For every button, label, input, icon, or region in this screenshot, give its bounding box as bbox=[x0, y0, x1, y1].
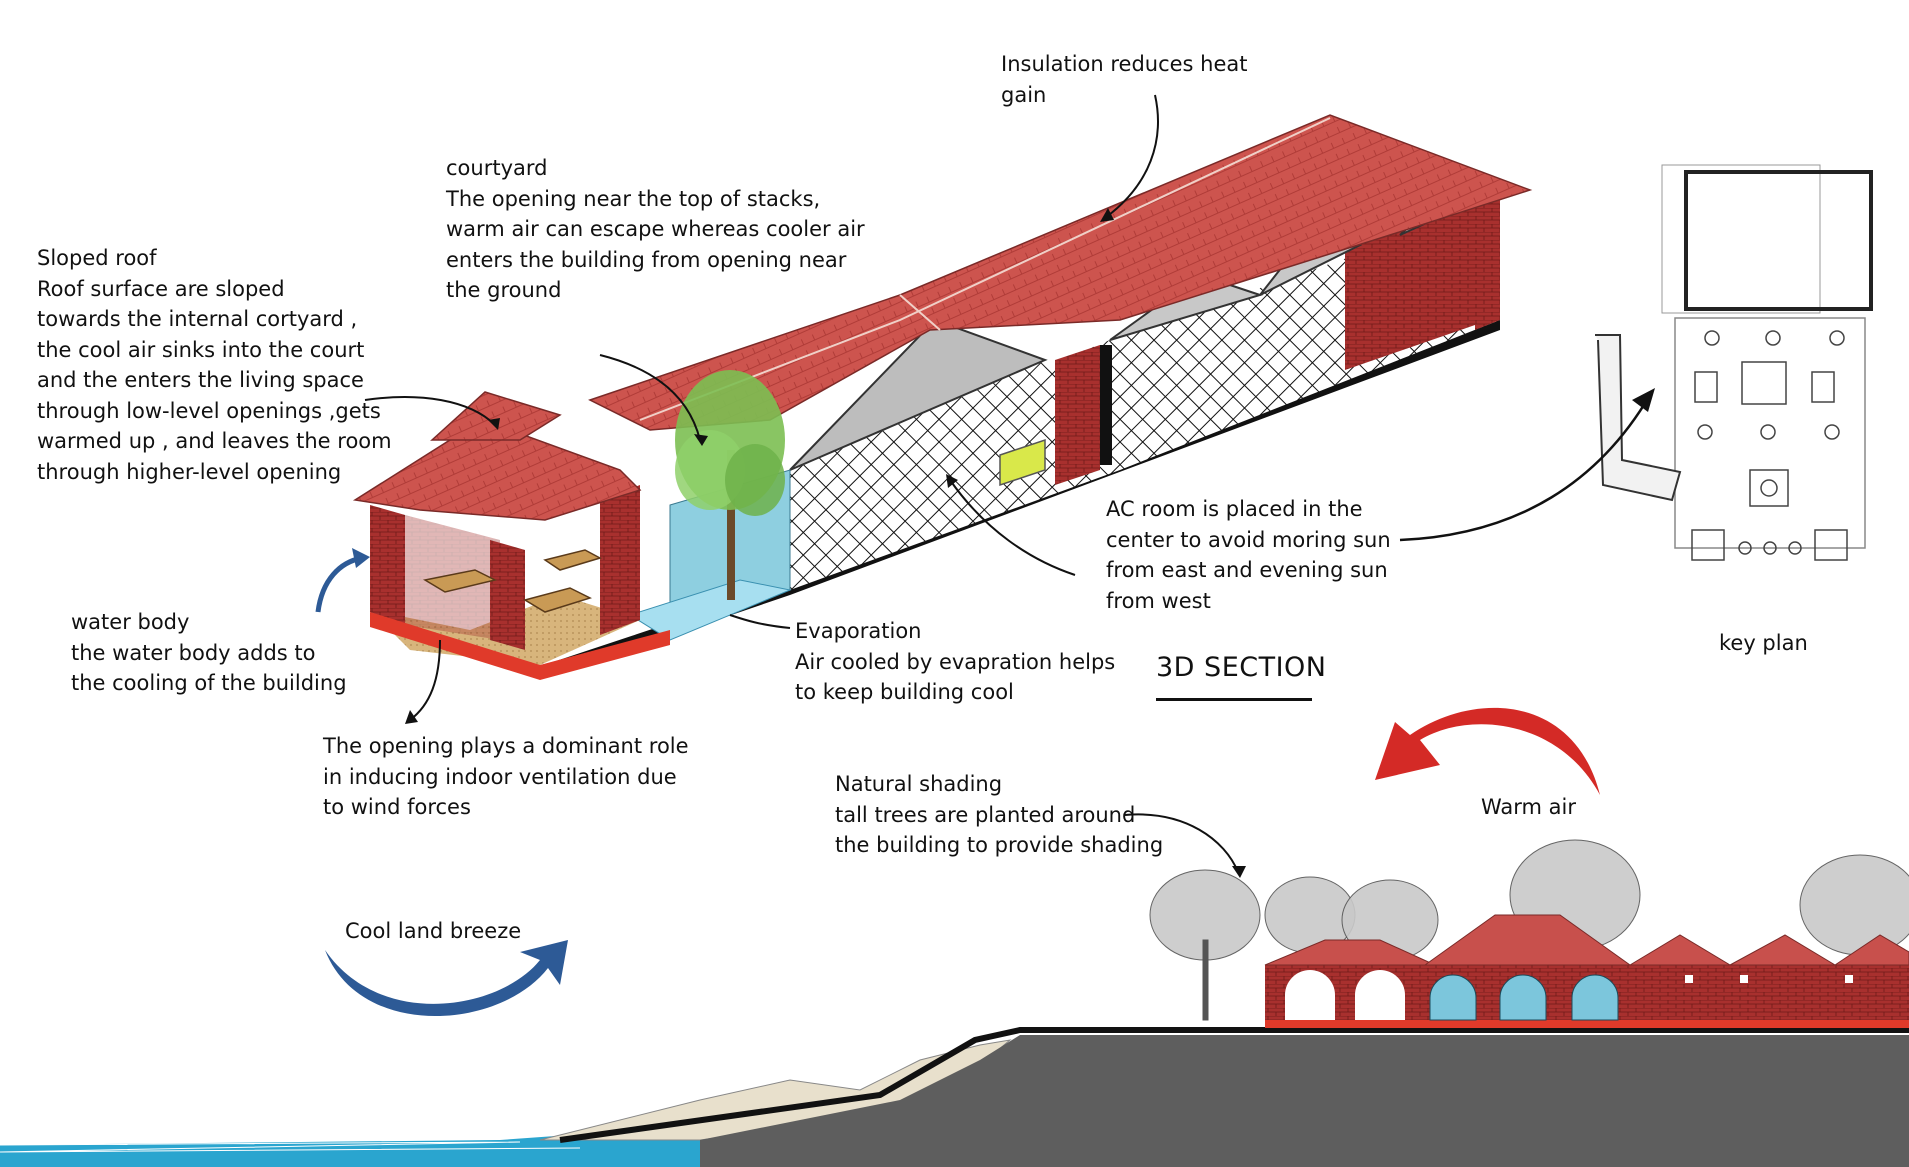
note-line: the ground bbox=[446, 275, 865, 306]
section-title-underline bbox=[1156, 698, 1312, 701]
cool-breeze-arrow bbox=[325, 940, 568, 1016]
pavilion-wall-right bbox=[600, 485, 640, 635]
plan-furniture bbox=[1692, 331, 1847, 560]
note-line: AC room is placed in the bbox=[1106, 494, 1391, 525]
note-line: water body bbox=[71, 607, 347, 638]
note-line: courtyard bbox=[446, 153, 865, 184]
note-line: through higher-level opening bbox=[37, 457, 392, 488]
note-line: The opening plays a dominant role bbox=[323, 731, 689, 762]
pavilion-pier bbox=[490, 540, 525, 650]
note-cool-breeze: Cool land breeze bbox=[345, 916, 521, 947]
site-section bbox=[0, 840, 1909, 1167]
section-title: 3D SECTION bbox=[1156, 652, 1327, 683]
note-line: towards the internal cortyard , bbox=[37, 304, 392, 335]
elevation-roof-3 bbox=[1630, 935, 1730, 965]
note-line: center to avoid moring sun bbox=[1106, 525, 1391, 556]
note-line: Warm air bbox=[1481, 792, 1576, 823]
small-roof bbox=[432, 392, 560, 440]
note-line: Air cooled by evapration helps bbox=[795, 647, 1115, 678]
note-key-plan: key plan bbox=[1719, 628, 1808, 659]
note-line: to keep building cool bbox=[795, 677, 1115, 708]
note-line: tall trees are planted around bbox=[835, 800, 1163, 831]
note-line: in inducing indoor ventilation due bbox=[323, 762, 689, 793]
note-line: the building to provide shading bbox=[835, 830, 1163, 861]
note-line: Evaporation bbox=[795, 616, 1115, 647]
note-line: the cooling of the building bbox=[71, 668, 347, 699]
note-line: through low-level openings ,gets bbox=[37, 396, 392, 427]
note-courtyard: courtyard The opening near the top of st… bbox=[446, 153, 865, 306]
note-opening: The opening plays a dominant role in ind… bbox=[323, 731, 689, 823]
note-insulation: Insulation reduces heat gain bbox=[1001, 49, 1248, 110]
note-line: Insulation reduces heat bbox=[1001, 49, 1248, 80]
plan-hall bbox=[1675, 318, 1865, 548]
note-line: The opening near the top of stacks, bbox=[446, 184, 865, 215]
note-line: the cool air sinks into the court bbox=[37, 335, 392, 366]
note-line: warm air can escape whereas cooler air bbox=[446, 214, 865, 245]
note-line: Cool land breeze bbox=[345, 916, 521, 947]
note-water-body: water body the water body adds to the co… bbox=[71, 607, 347, 699]
plan-stone-path bbox=[1595, 335, 1680, 500]
leader-evaporation bbox=[730, 615, 790, 628]
key-plan bbox=[1595, 165, 1871, 560]
note-natural-shading: Natural shading tall trees are planted a… bbox=[835, 769, 1163, 861]
wall-divider bbox=[1100, 345, 1112, 465]
elevation-windows bbox=[1430, 975, 1618, 1020]
brick-wall-center bbox=[1055, 345, 1100, 485]
brick-wall-right bbox=[1475, 195, 1500, 330]
note-line: from east and evening sun bbox=[1106, 555, 1391, 586]
note-warm-air: Warm air bbox=[1481, 792, 1576, 823]
pavilion-wall-left bbox=[370, 505, 405, 625]
elevation-plinth bbox=[1265, 1020, 1909, 1028]
note-ac-room: AC room is placed in the center to avoid… bbox=[1106, 494, 1391, 616]
note-line: enters the building from opening near bbox=[446, 245, 865, 276]
water-arrow bbox=[318, 558, 362, 612]
front-roof bbox=[355, 430, 640, 520]
note-line: from west bbox=[1106, 586, 1391, 617]
note-sloped-roof: Sloped roof Roof surface are sloped towa… bbox=[37, 243, 392, 487]
note-line: warmed up , and leaves the room bbox=[37, 426, 392, 457]
note-line: Natural shading bbox=[835, 769, 1163, 800]
note-line: gain bbox=[1001, 80, 1248, 111]
plan-room-top bbox=[1686, 172, 1871, 309]
note-line: key plan bbox=[1719, 628, 1808, 659]
note-line: Roof surface are sloped bbox=[37, 274, 392, 305]
note-line: the water body adds to bbox=[71, 638, 347, 669]
note-line: to wind forces bbox=[323, 792, 689, 823]
note-line: Sloped roof bbox=[37, 243, 392, 274]
note-line: and the enters the living space bbox=[37, 365, 392, 396]
note-evaporation: Evaporation Air cooled by evapration hel… bbox=[795, 616, 1115, 708]
